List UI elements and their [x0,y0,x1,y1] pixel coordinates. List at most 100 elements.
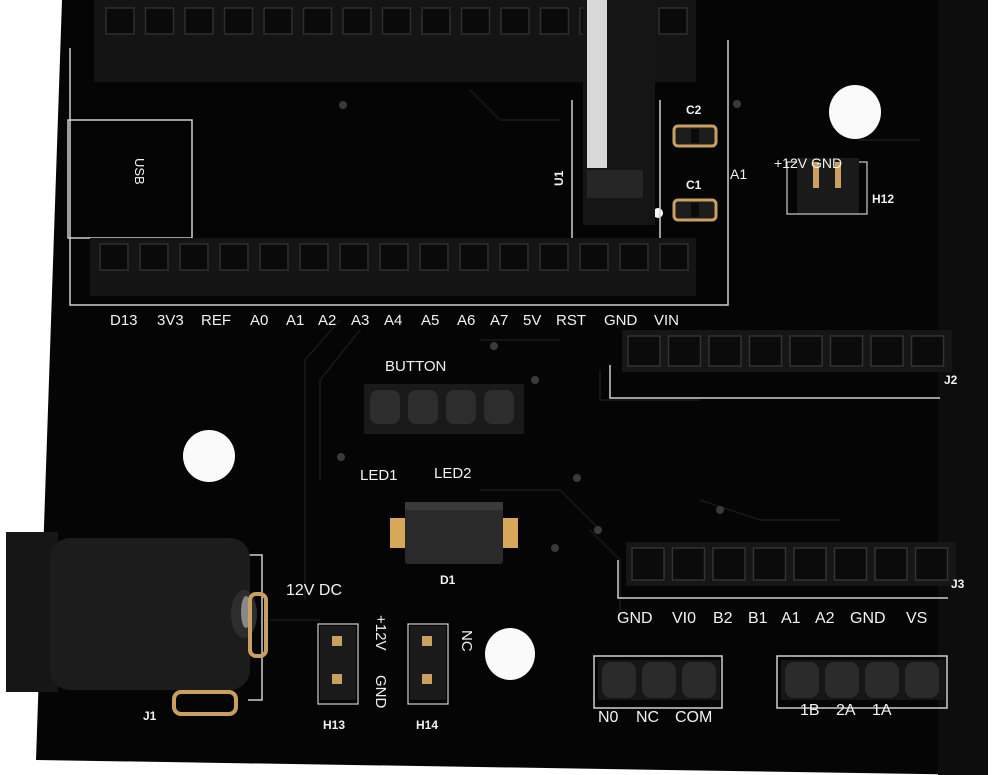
bottom-header-pin-label: A1 [286,312,305,329]
motor-pin-label: 1A [872,702,892,719]
bottom-header-pin-label: A2 [318,312,337,329]
j3-socket [793,547,827,581]
h12-pin-2 [835,162,841,188]
mounting-hole-left [183,430,235,482]
led1-label: LED1 [360,467,398,484]
usb-label: USB [132,158,147,185]
bottom-header-socket [99,243,129,271]
button-header-pin [370,390,400,424]
bottom-header-pin-label: A3 [351,312,370,329]
capacitor-c1 [672,198,718,222]
h12-label: H12 [872,192,895,206]
bottom-header-pin-label: RST [556,312,586,329]
a1-label: A1 [730,166,748,182]
top-header-socket [539,7,570,35]
button-header-pin [408,390,438,424]
diode-d1 [390,502,518,564]
white-tab [587,0,607,168]
relay-header-pin [682,662,716,698]
driver-pin-label: B1 [748,610,768,627]
j3-socket [752,547,787,581]
relay-pin-label: N0 [598,709,619,726]
button-header-pin [484,390,514,424]
j2-socket [789,335,823,367]
motor-header [781,660,945,700]
motor-header-pin [825,662,859,698]
bottom-header-pin-label: A6 [457,312,476,329]
button-label: BUTTON [385,358,447,375]
c2-label: C2 [686,103,702,117]
h14-jumper [407,623,449,705]
mounting-hole-bottom [485,628,535,680]
j2-socket [748,335,783,367]
j3-socket [874,547,908,581]
driver-pin-label: GND [617,610,653,627]
h14-nc-label: NC [458,630,475,652]
top-header-socket [263,7,293,35]
u1-label: U1 [552,170,566,186]
copper-traces [270,89,920,621]
j2-header [622,330,952,372]
driver-pin-label: A1 [781,610,801,627]
driver-pin-label: GND [850,610,886,627]
bottom-header-socket [659,243,689,271]
bottom-header-socket [379,243,409,271]
led2-label: LED2 [434,465,472,482]
bottom-header-socket [179,243,209,271]
h13-gnd-label: GND [372,675,389,709]
j2-socket [708,335,742,367]
bottom-header-pin-label: REF [201,312,231,329]
h12-pins-label: +12V GND [774,155,843,171]
mounting-hole-top-right [829,85,881,139]
bottom-header-socket [299,243,329,271]
bottom-header-pin-label: 3V3 [157,312,184,329]
h14-label: H14 [416,718,439,732]
d1-label: D1 [440,573,456,587]
bottom-header-pin-label: A7 [490,312,509,329]
top-header-socket [105,7,135,35]
h13-jumper [317,623,359,705]
bottom-header-socket [419,243,449,271]
top-header-socket [342,7,372,35]
top-header-socket [460,7,491,35]
motor-header-pin [865,662,899,698]
c1-label: C1 [686,178,702,192]
bottom-header-sockets [99,243,689,271]
j3-socket [833,547,868,581]
h12-pin-1 [813,162,819,188]
button-header-pin [446,390,476,424]
driver-pin-label: A2 [815,610,835,627]
board-edge [938,0,988,775]
top-header-socket [144,7,175,35]
top-header-socket [223,7,254,35]
h13-label: H13 [323,718,346,732]
top-header-socket [381,7,412,35]
j3-header [626,542,956,586]
top-header-socket [658,7,688,35]
j2-socket [870,335,904,367]
button-header [364,384,524,434]
driver-pin-label: VS [906,610,928,627]
dc-label: 12V DC [286,582,343,599]
top-header-socket [302,7,333,35]
dc-jack-j1 [6,532,268,716]
j3-socket [914,547,949,581]
bottom-header-socket [539,243,569,271]
bottom-header-pin-label: D13 [110,312,138,329]
j2-socket [667,335,702,367]
motor-pin-label: 1B [800,702,820,719]
j2-label: J2 [944,373,958,387]
bottom-header-socket [339,243,369,271]
bottom-header-socket [259,243,289,271]
bottom-header-socket [219,243,249,271]
bottom-header-pin-label: 5V [523,312,542,329]
j1-label: J1 [143,709,157,723]
silkscreen [67,40,948,709]
top-header-socket [500,7,530,35]
top-header-socket [184,7,214,35]
bottom-header-pin-label: A5 [421,312,440,329]
relay-header-pin [602,662,636,698]
driver-pin-label: B2 [713,610,733,627]
relay-header-pin [642,662,676,698]
